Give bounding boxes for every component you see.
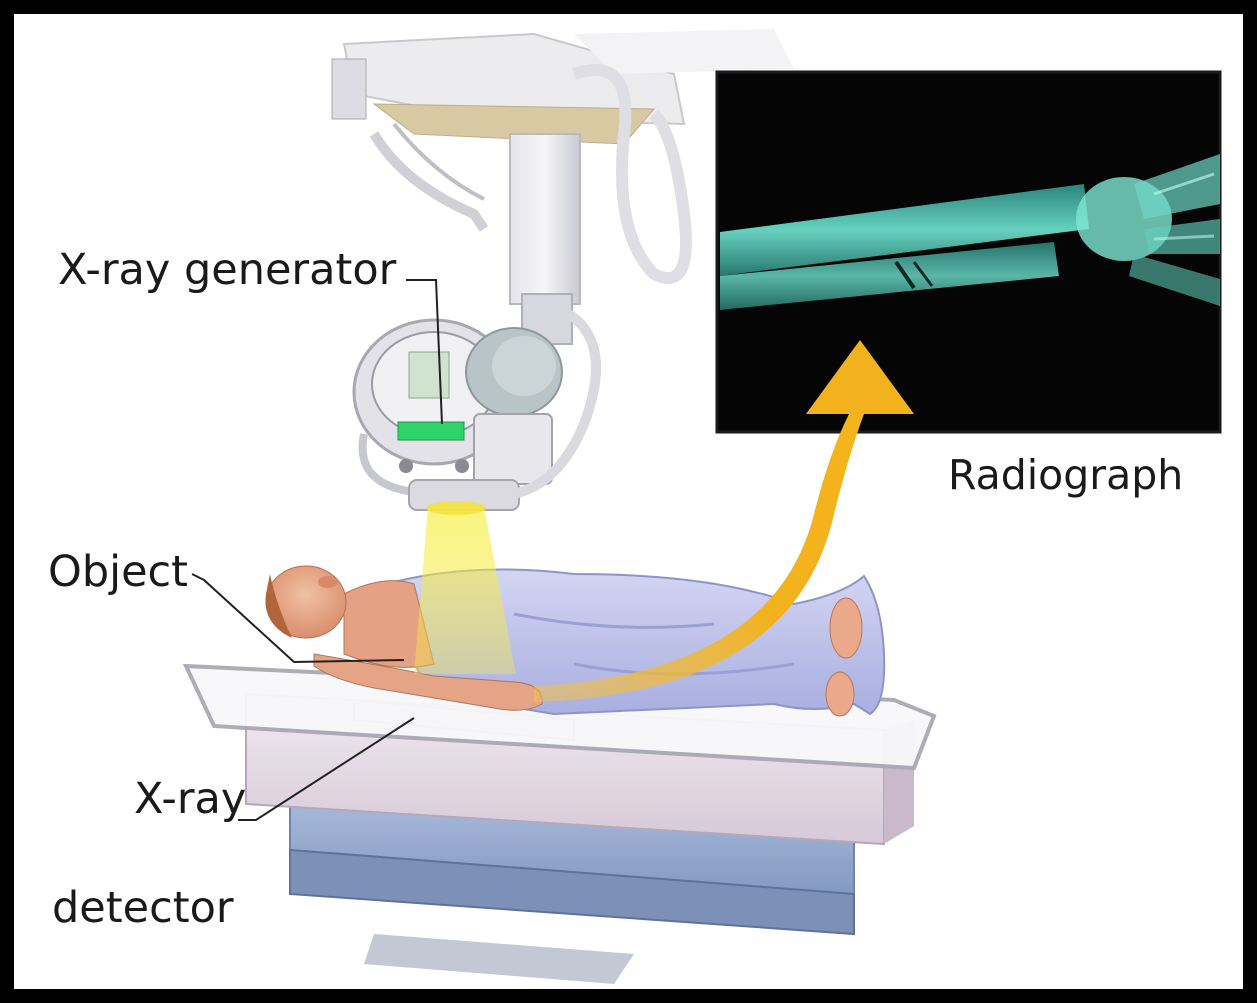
radiograph-image [717,72,1220,432]
diagram-canvas: X-ray generator Radiograph Object X-ray … [14,14,1243,989]
label-radiograph: Radiograph [948,452,1183,499]
label-xray-detector: X-ray detector [52,726,246,989]
generator-display [398,422,464,440]
label-object: Object [48,548,188,597]
label-xray-detector-line1: X-ray [134,774,246,824]
label-xray-detector-line2: detector [52,884,246,933]
label-xray-generator: X-ray generator [58,246,396,295]
